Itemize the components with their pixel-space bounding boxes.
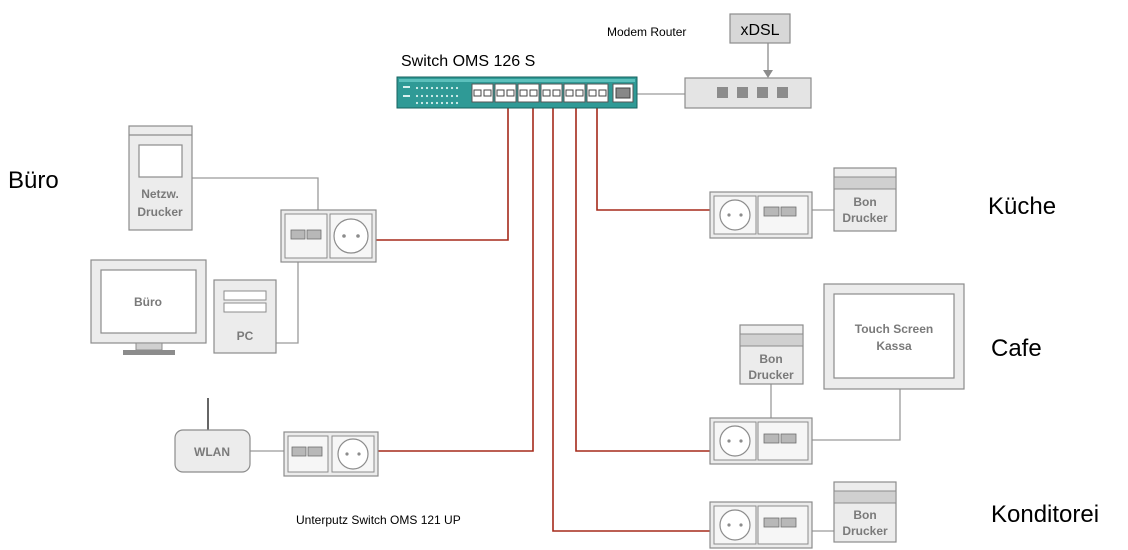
bon-printer-konditorei-label-1: Bon	[853, 508, 876, 522]
switch-oms-126s[interactable]	[396, 76, 638, 109]
touch-screen-kassa[interactable]: Touch Screen Kassa	[823, 283, 965, 390]
office-pc[interactable]: PC	[213, 279, 277, 354]
switch-led-panel	[403, 86, 459, 105]
cable-konditorei	[552, 108, 710, 532]
switch-uplink-port	[612, 83, 634, 103]
bon-printer-konditorei-label-2: Drucker	[842, 524, 888, 538]
wire-pc-office	[276, 240, 299, 344]
office-pc-label: PC	[237, 329, 254, 343]
bon-printer-konditorei[interactable]: Bon Drucker	[833, 481, 897, 543]
switch-port-3	[517, 83, 540, 103]
ethernet-cables	[376, 108, 710, 532]
cable-kueche	[596, 108, 710, 211]
office-monitor-label: Büro	[134, 295, 162, 309]
cable-wlan	[378, 108, 534, 452]
modem-label: Modem Router	[607, 25, 686, 39]
bon-printer-cafe[interactable]: Bon Drucker	[739, 324, 804, 385]
touch-screen-label-2: Kassa	[876, 339, 912, 353]
wall-outlet-office[interactable]	[280, 209, 377, 263]
bon-printer-kueche-label-2: Drucker	[842, 211, 888, 225]
wire-touch-cafe	[790, 389, 901, 441]
room-label-konditorei: Konditorei	[991, 501, 1099, 528]
cable-cafe	[575, 108, 710, 452]
wall-outlet-kueche[interactable]	[709, 191, 813, 239]
office-monitor[interactable]: Büro	[90, 259, 207, 355]
room-label-buero: Büro	[8, 167, 59, 194]
network-printer-label-1: Netzw.	[141, 187, 179, 201]
room-label-kueche: Küche	[988, 193, 1056, 220]
touch-screen-label-1: Touch Screen	[855, 322, 933, 336]
wall-outlet-konditorei[interactable]	[709, 501, 813, 549]
xdsl-box[interactable]: xDSL	[729, 13, 791, 44]
room-label-cafe: Cafe	[991, 335, 1042, 362]
bon-printer-cafe-label-1: Bon	[759, 352, 782, 366]
bon-printer-cafe-label-2: Drucker	[748, 368, 794, 382]
modem-router[interactable]	[684, 77, 812, 109]
network-printer[interactable]: Netzw. Drucker	[128, 125, 193, 231]
bon-printer-kueche-label-1: Bon	[853, 195, 876, 209]
unterputz-label: Unterputz Switch OMS 121 UP	[296, 513, 461, 527]
switch-port-6	[586, 83, 609, 103]
wlan-access-point[interactable]: WLAN	[174, 429, 251, 473]
switch-ports	[471, 83, 634, 103]
network-printer-label-2: Drucker	[137, 205, 183, 219]
wall-outlet-cafe[interactable]	[709, 417, 813, 465]
switch-label: Switch OMS 126 S	[401, 53, 535, 70]
xdsl-label: xDSL	[740, 22, 779, 39]
wall-outlet-wlan[interactable]	[283, 431, 379, 477]
cable-buero	[376, 108, 509, 241]
switch-port-2	[494, 83, 517, 103]
xdsl-arrow	[763, 43, 773, 78]
wlan-label: WLAN	[194, 445, 230, 459]
switch-port-1	[471, 83, 494, 103]
bon-printer-kueche[interactable]: Bon Drucker	[833, 167, 897, 232]
switch-port-4	[540, 83, 563, 103]
switch-port-5	[563, 83, 586, 103]
